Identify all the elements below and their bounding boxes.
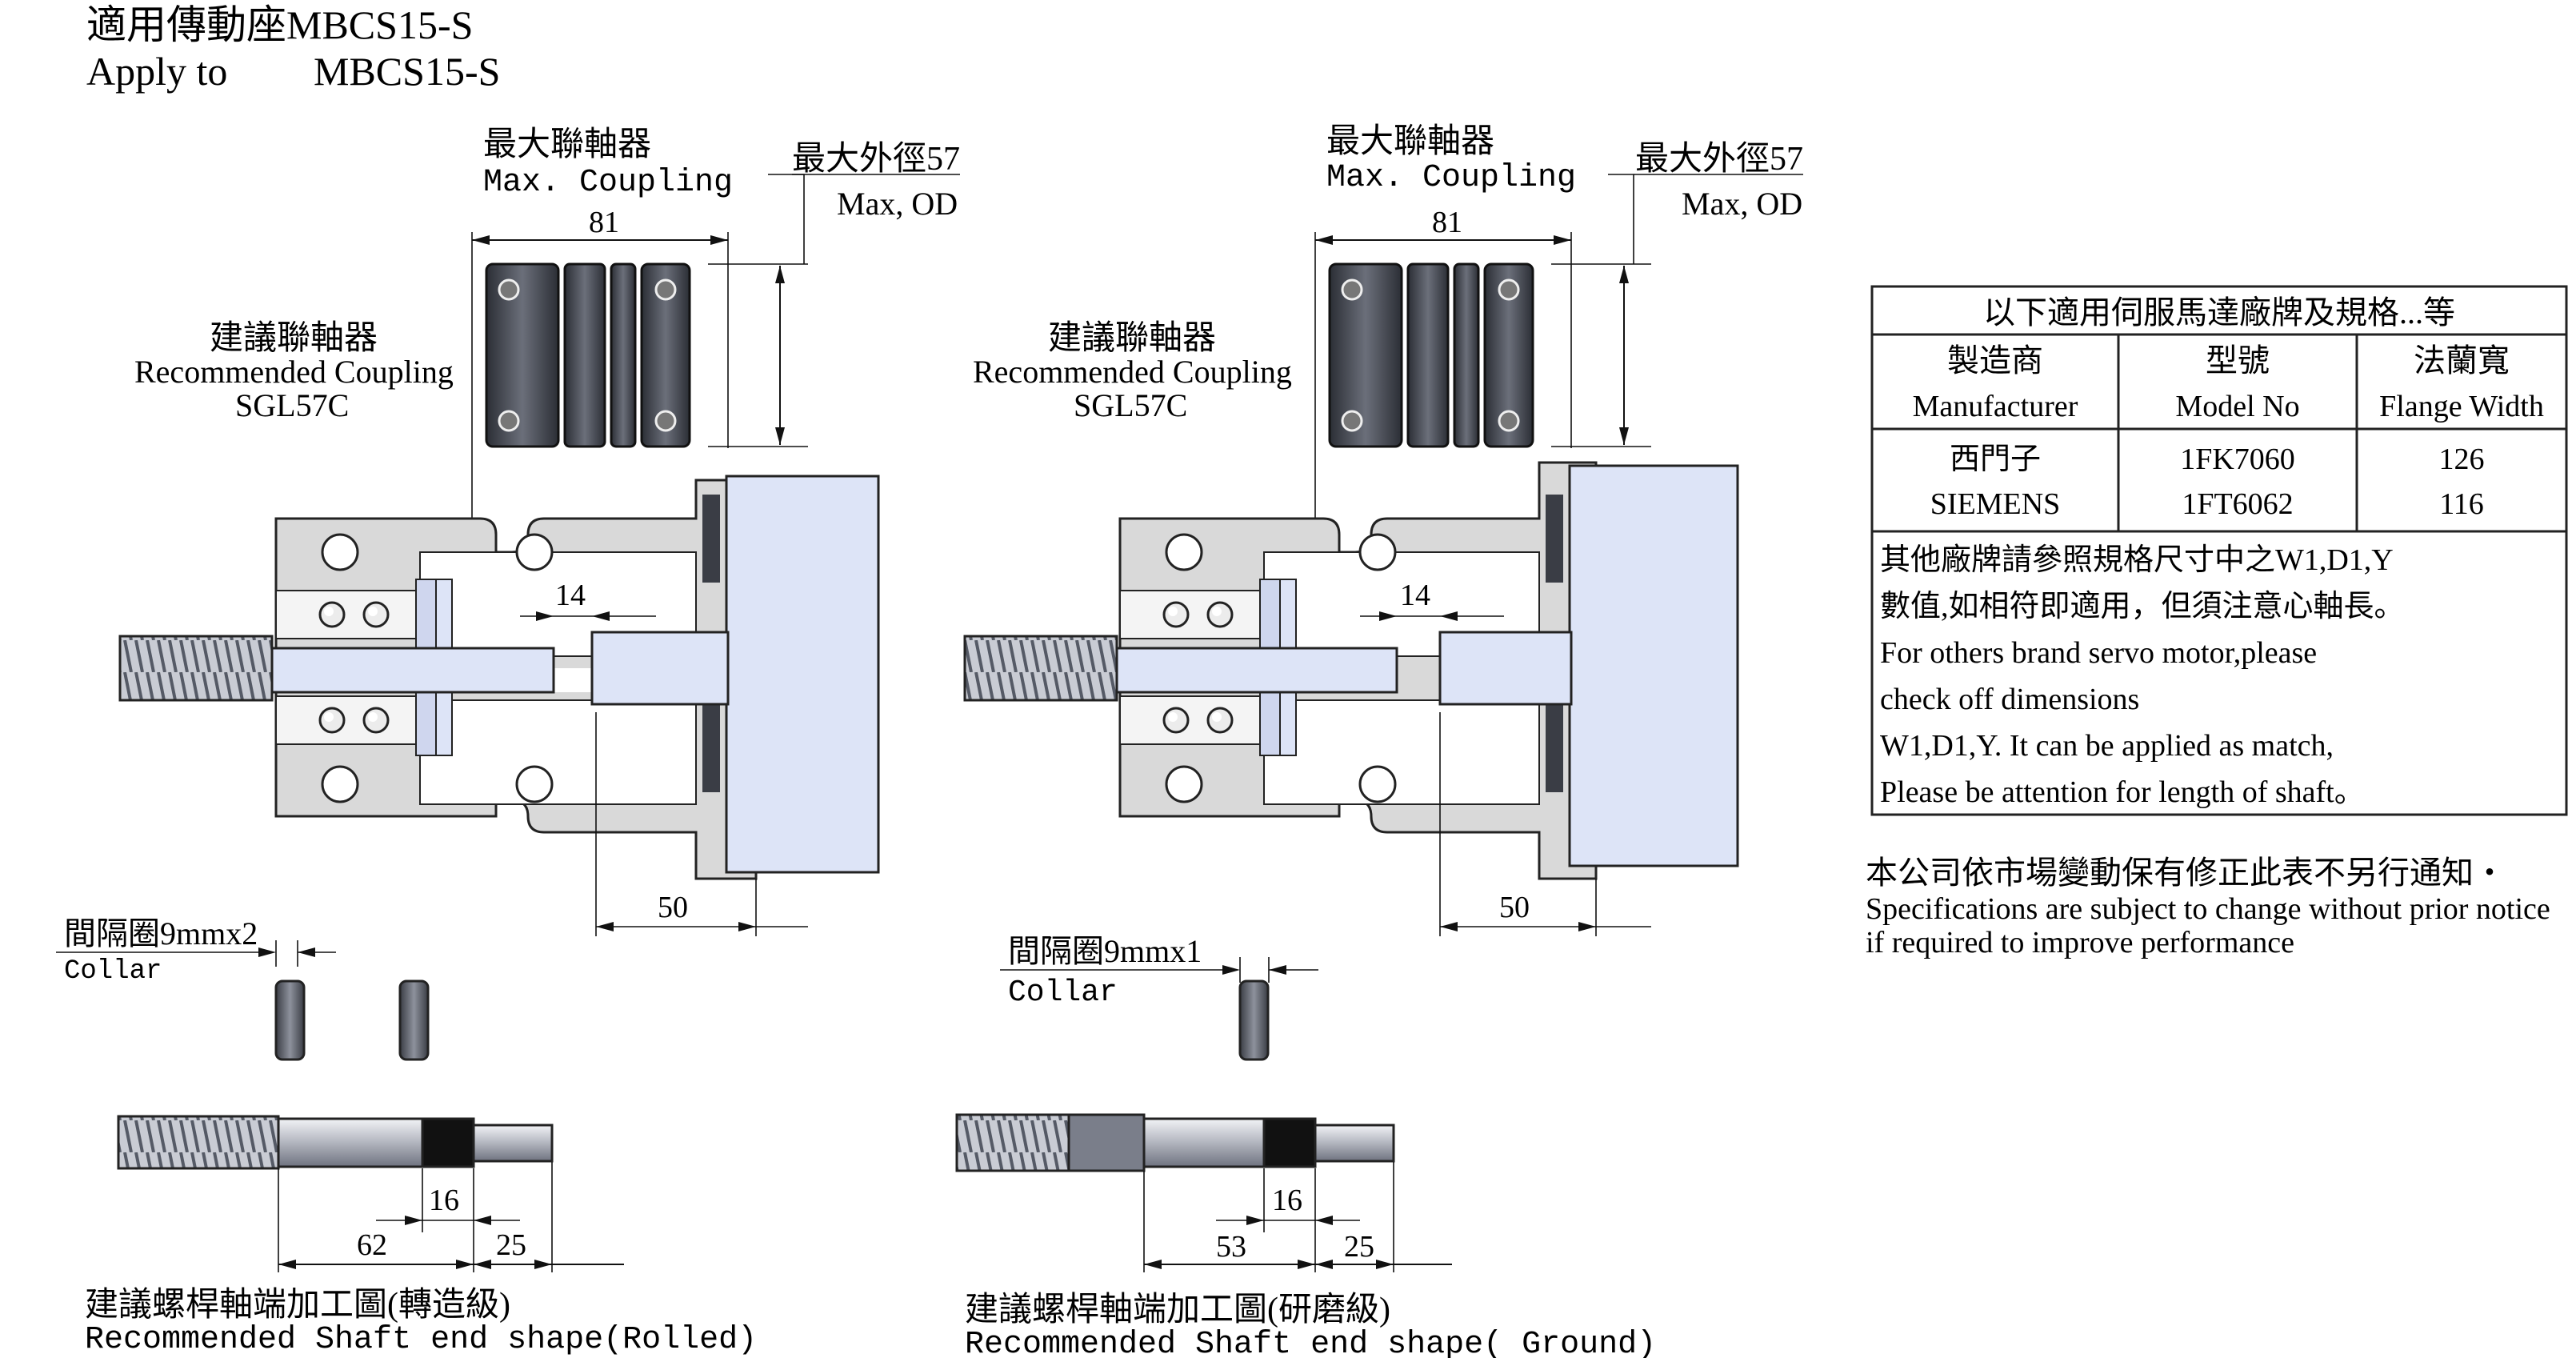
left-collar-zh: 間隔圈9mmx2 bbox=[64, 915, 258, 951]
left-max-od-en: Max, OD bbox=[837, 186, 958, 222]
right-max-od-en: Max, OD bbox=[1682, 186, 1802, 222]
table-header-flange-zh: 法蘭寬 bbox=[2414, 343, 2510, 379]
left-rec-coupling-model: SGL57C bbox=[235, 387, 349, 423]
table-note-line: W1,D1,Y. It can be applied as match, bbox=[1880, 729, 2334, 763]
table-note-line: 其他廠牌請參照規格尺寸中之W1,D1,Y bbox=[1880, 543, 2394, 577]
table-note-line: 數值,如相符即適用，但須注意心軸長。 bbox=[1880, 590, 2405, 623]
table-title: 以下適用伺服馬達廠牌及規格...等 bbox=[1983, 294, 2455, 330]
title-zh: 適用傳動座MBCS15-S bbox=[86, 2, 473, 47]
right-max-coupling bbox=[1328, 262, 1534, 448]
right-collar-zh: 間隔圈9mmx1 bbox=[1008, 933, 1202, 969]
table-cell: 1FT6062 bbox=[2182, 487, 2293, 521]
table-note-line: check off dimensions bbox=[1880, 683, 2139, 716]
left-motor bbox=[725, 475, 880, 874]
right-motor bbox=[1568, 464, 1739, 867]
table-cell: SIEMENS bbox=[1930, 487, 2061, 521]
table-header-manufacturer-zh: 製造商 bbox=[1947, 343, 2043, 379]
left-dim-50: 50 bbox=[658, 891, 688, 924]
left-dim-62: 62 bbox=[357, 1228, 387, 1262]
table-note-line: Please be attention for length of shaft。 bbox=[1880, 775, 2365, 809]
title-en-model: MBCS15-S bbox=[314, 49, 500, 94]
table-header-flange-en: Flange Width bbox=[2379, 390, 2544, 423]
left-caption-en: Recommended Shaft end shape(Rolled) bbox=[85, 1322, 757, 1358]
left-collar-en: Collar bbox=[64, 956, 162, 987]
table-cell: 西門子 bbox=[1950, 443, 2041, 476]
right-dim-50: 50 bbox=[1499, 891, 1530, 924]
left-collar-2 bbox=[398, 979, 430, 1061]
table-header-model-zh: 型號 bbox=[2206, 343, 2270, 379]
right-rec-coupling-en: Recommended Coupling bbox=[973, 354, 1292, 390]
right-dim-14: 14 bbox=[1400, 579, 1430, 612]
servo-motor-table: 以下適用伺服馬達廠牌及規格...等 製造商 型號 法蘭寬 Manufacture… bbox=[1870, 285, 2568, 816]
right-rec-coupling-zh: 建議聯軸器 bbox=[1048, 320, 1216, 357]
right-max-coupling-en: Max. Coupling bbox=[1326, 160, 1576, 196]
left-dim-16: 16 bbox=[429, 1184, 459, 1217]
table-header-model-en: Model No bbox=[2175, 390, 2299, 423]
table-header-manufacturer-en: Manufacturer bbox=[1913, 390, 2078, 423]
right-dim-81: 81 bbox=[1432, 206, 1462, 239]
right-assembly: 81 最大聯軸器 Max. Coupling 最大外徑57 Max, OD 建議… bbox=[955, 123, 1803, 1358]
left-dim-81: 81 bbox=[589, 206, 619, 239]
right-collar-1 bbox=[1238, 979, 1270, 1061]
left-max-coupling bbox=[485, 262, 691, 448]
right-dim-25: 25 bbox=[1344, 1230, 1374, 1264]
notice-en-1: Specifications are subject to change wit… bbox=[1866, 892, 2550, 926]
left-max-coupling-zh: 最大聯軸器 bbox=[483, 126, 651, 163]
notice-en-2: if required to improve performance bbox=[1866, 926, 2294, 959]
left-dim-25: 25 bbox=[496, 1228, 526, 1262]
table-cell: 116 bbox=[2439, 487, 2484, 521]
left-caption-zh: 建議螺桿軸端加工圖(轉造級) bbox=[85, 1287, 510, 1324]
left-dim-14: 14 bbox=[555, 579, 586, 612]
right-max-coupling-zh: 最大聯軸器 bbox=[1326, 123, 1494, 160]
right-dim-53: 53 bbox=[1216, 1230, 1246, 1264]
right-rec-coupling-model: SGL57C bbox=[1074, 387, 1187, 423]
left-rec-coupling-zh: 建議聯軸器 bbox=[210, 320, 378, 357]
right-dim-16: 16 bbox=[1272, 1184, 1302, 1217]
table-note-line: For others brand servo motor,please bbox=[1880, 636, 2317, 670]
left-max-coupling-en: Max. Coupling bbox=[483, 165, 733, 201]
left-max-od-zh: 最大外徑57 bbox=[792, 141, 960, 178]
left-assembly: 81 最大聯軸器 Max. Coupling 最大外徑57 Max, OD 建議… bbox=[56, 126, 960, 1358]
table-cell: 1FK7060 bbox=[2180, 443, 2295, 476]
right-caption-zh: 建議螺桿軸端加工圖(研磨級) bbox=[965, 1292, 1390, 1328]
table-cell: 126 bbox=[2439, 443, 2485, 476]
notice-zh: 本公司依市場變動保有修正此表不另行通知・ bbox=[1866, 855, 2506, 891]
right-collar-en: Collar bbox=[1008, 975, 1118, 1010]
left-collar-1 bbox=[274, 979, 306, 1061]
right-caption-en: Recommended Shaft end shape( Ground) bbox=[965, 1327, 1656, 1358]
right-max-od-zh: 最大外徑57 bbox=[1635, 141, 1803, 178]
title-en-prefix: Apply to bbox=[86, 49, 227, 94]
left-rec-coupling-en: Recommended Coupling bbox=[134, 354, 454, 390]
